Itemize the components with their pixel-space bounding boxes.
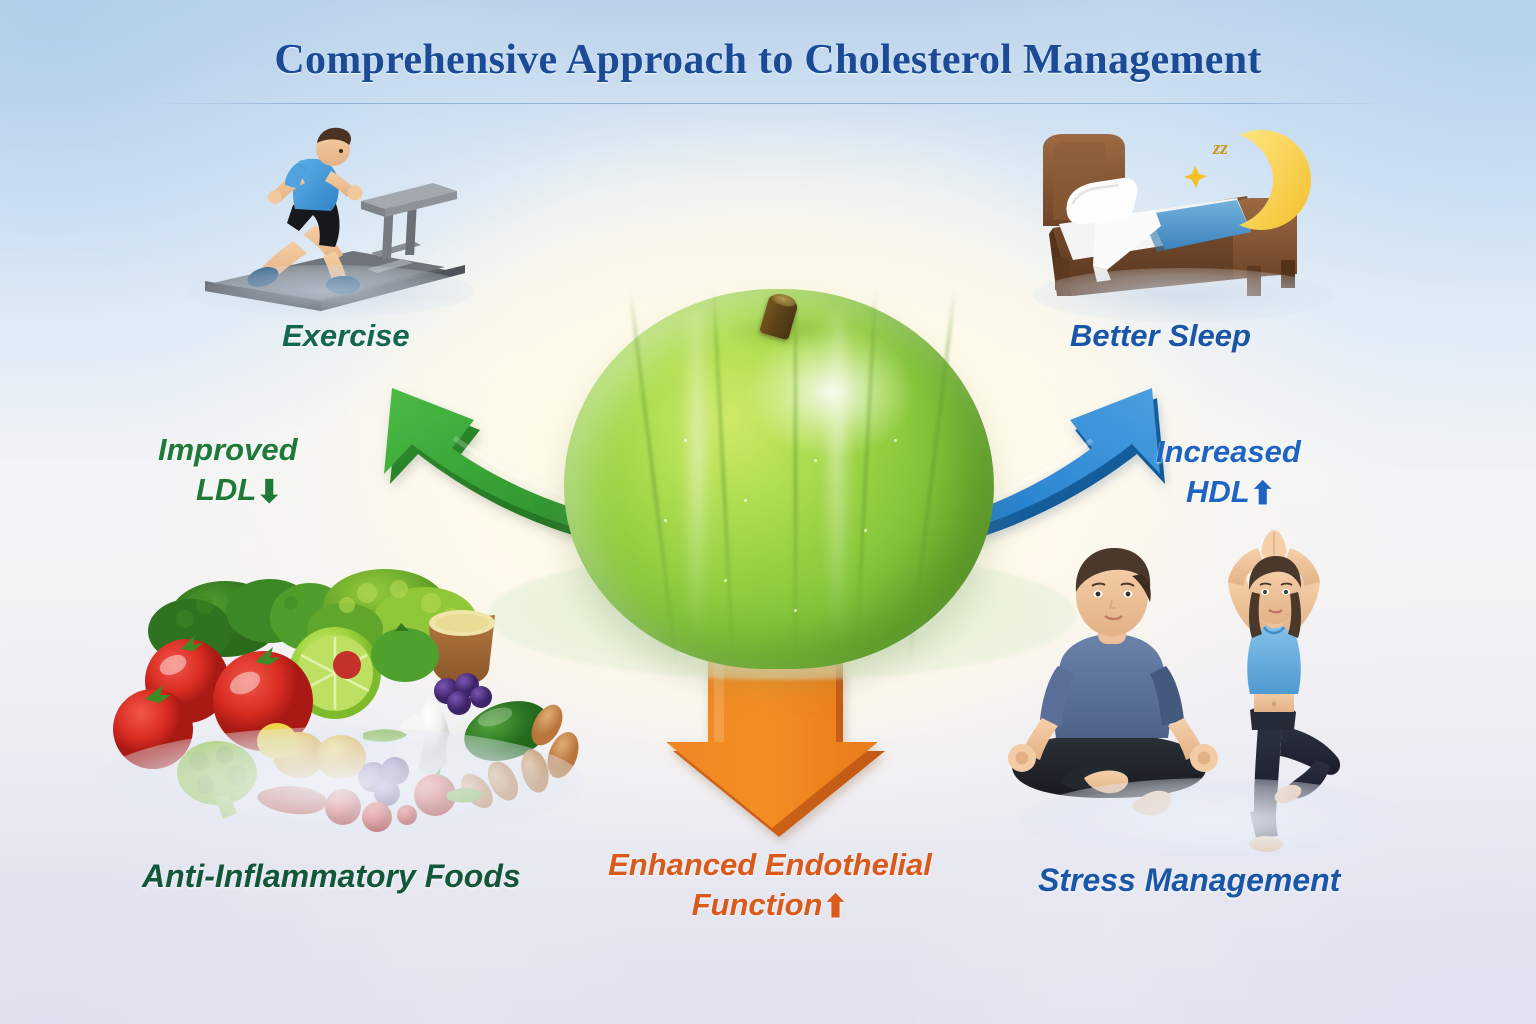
scene-shadow [1033, 268, 1333, 322]
fruit-groove [712, 289, 735, 669]
caption-stress-management: Stress Management [1038, 862, 1341, 898]
up-arrow-icon: ⬆ [822, 888, 849, 924]
central-fruit-illustration [488, 265, 1076, 685]
metric-endothelial-label: Function [691, 886, 823, 922]
metric-hdl-line2: HDL ⬆ [1156, 472, 1301, 512]
fruit-highlight [682, 311, 712, 647]
green-amla-fruit [564, 289, 994, 669]
metric-ldl-label: LDL [196, 471, 257, 507]
scene-shadow [95, 727, 585, 839]
metric-endothelial-line1: Enhanced Endothelial [608, 847, 932, 882]
foods-illustration: Anti-Inflammatory Foods [95, 545, 595, 894]
zzz-text: zz [1212, 138, 1228, 159]
title-divider [150, 103, 1386, 104]
metric-ldl-line1: Improved [158, 432, 298, 467]
metric-ldl-line2: LDL ⬇ [158, 470, 298, 510]
metric-hdl: Increased HDL ⬆ [1156, 432, 1301, 511]
page-title: Comprehensive Approach to Cholesterol Ma… [274, 37, 1262, 83]
fruit-groove [854, 289, 877, 669]
stress-illustration: Stress Management [1000, 530, 1420, 898]
scene-shadow [1020, 778, 1410, 864]
scene-shadow [185, 265, 475, 317]
caption-anti-inflammatory-foods: Anti-Inflammatory Foods [142, 858, 521, 894]
metric-hdl-line1: Increased [1156, 434, 1301, 469]
metric-endothelial-line2: Function ⬆ [580, 885, 960, 925]
caption-better-sleep: Better Sleep [1070, 318, 1251, 353]
down-arrow-icon: ⬇ [256, 473, 283, 509]
fruit-groove [794, 289, 797, 669]
caption-exercise: Exercise [282, 318, 410, 353]
fruit-groove [628, 290, 679, 668]
metric-hdl-label: HDL [1186, 473, 1250, 509]
sleep-illustration: zz Better Sleep [1015, 100, 1345, 353]
up-arrow-icon: ⬆ [1249, 475, 1276, 511]
exercise-illustration: Exercise [175, 105, 485, 353]
metric-endothelial: Enhanced Endothelial Function ⬆ [580, 845, 960, 924]
fruit-highlight [822, 311, 852, 647]
metric-ldl: Improved LDL ⬇ [158, 430, 298, 509]
